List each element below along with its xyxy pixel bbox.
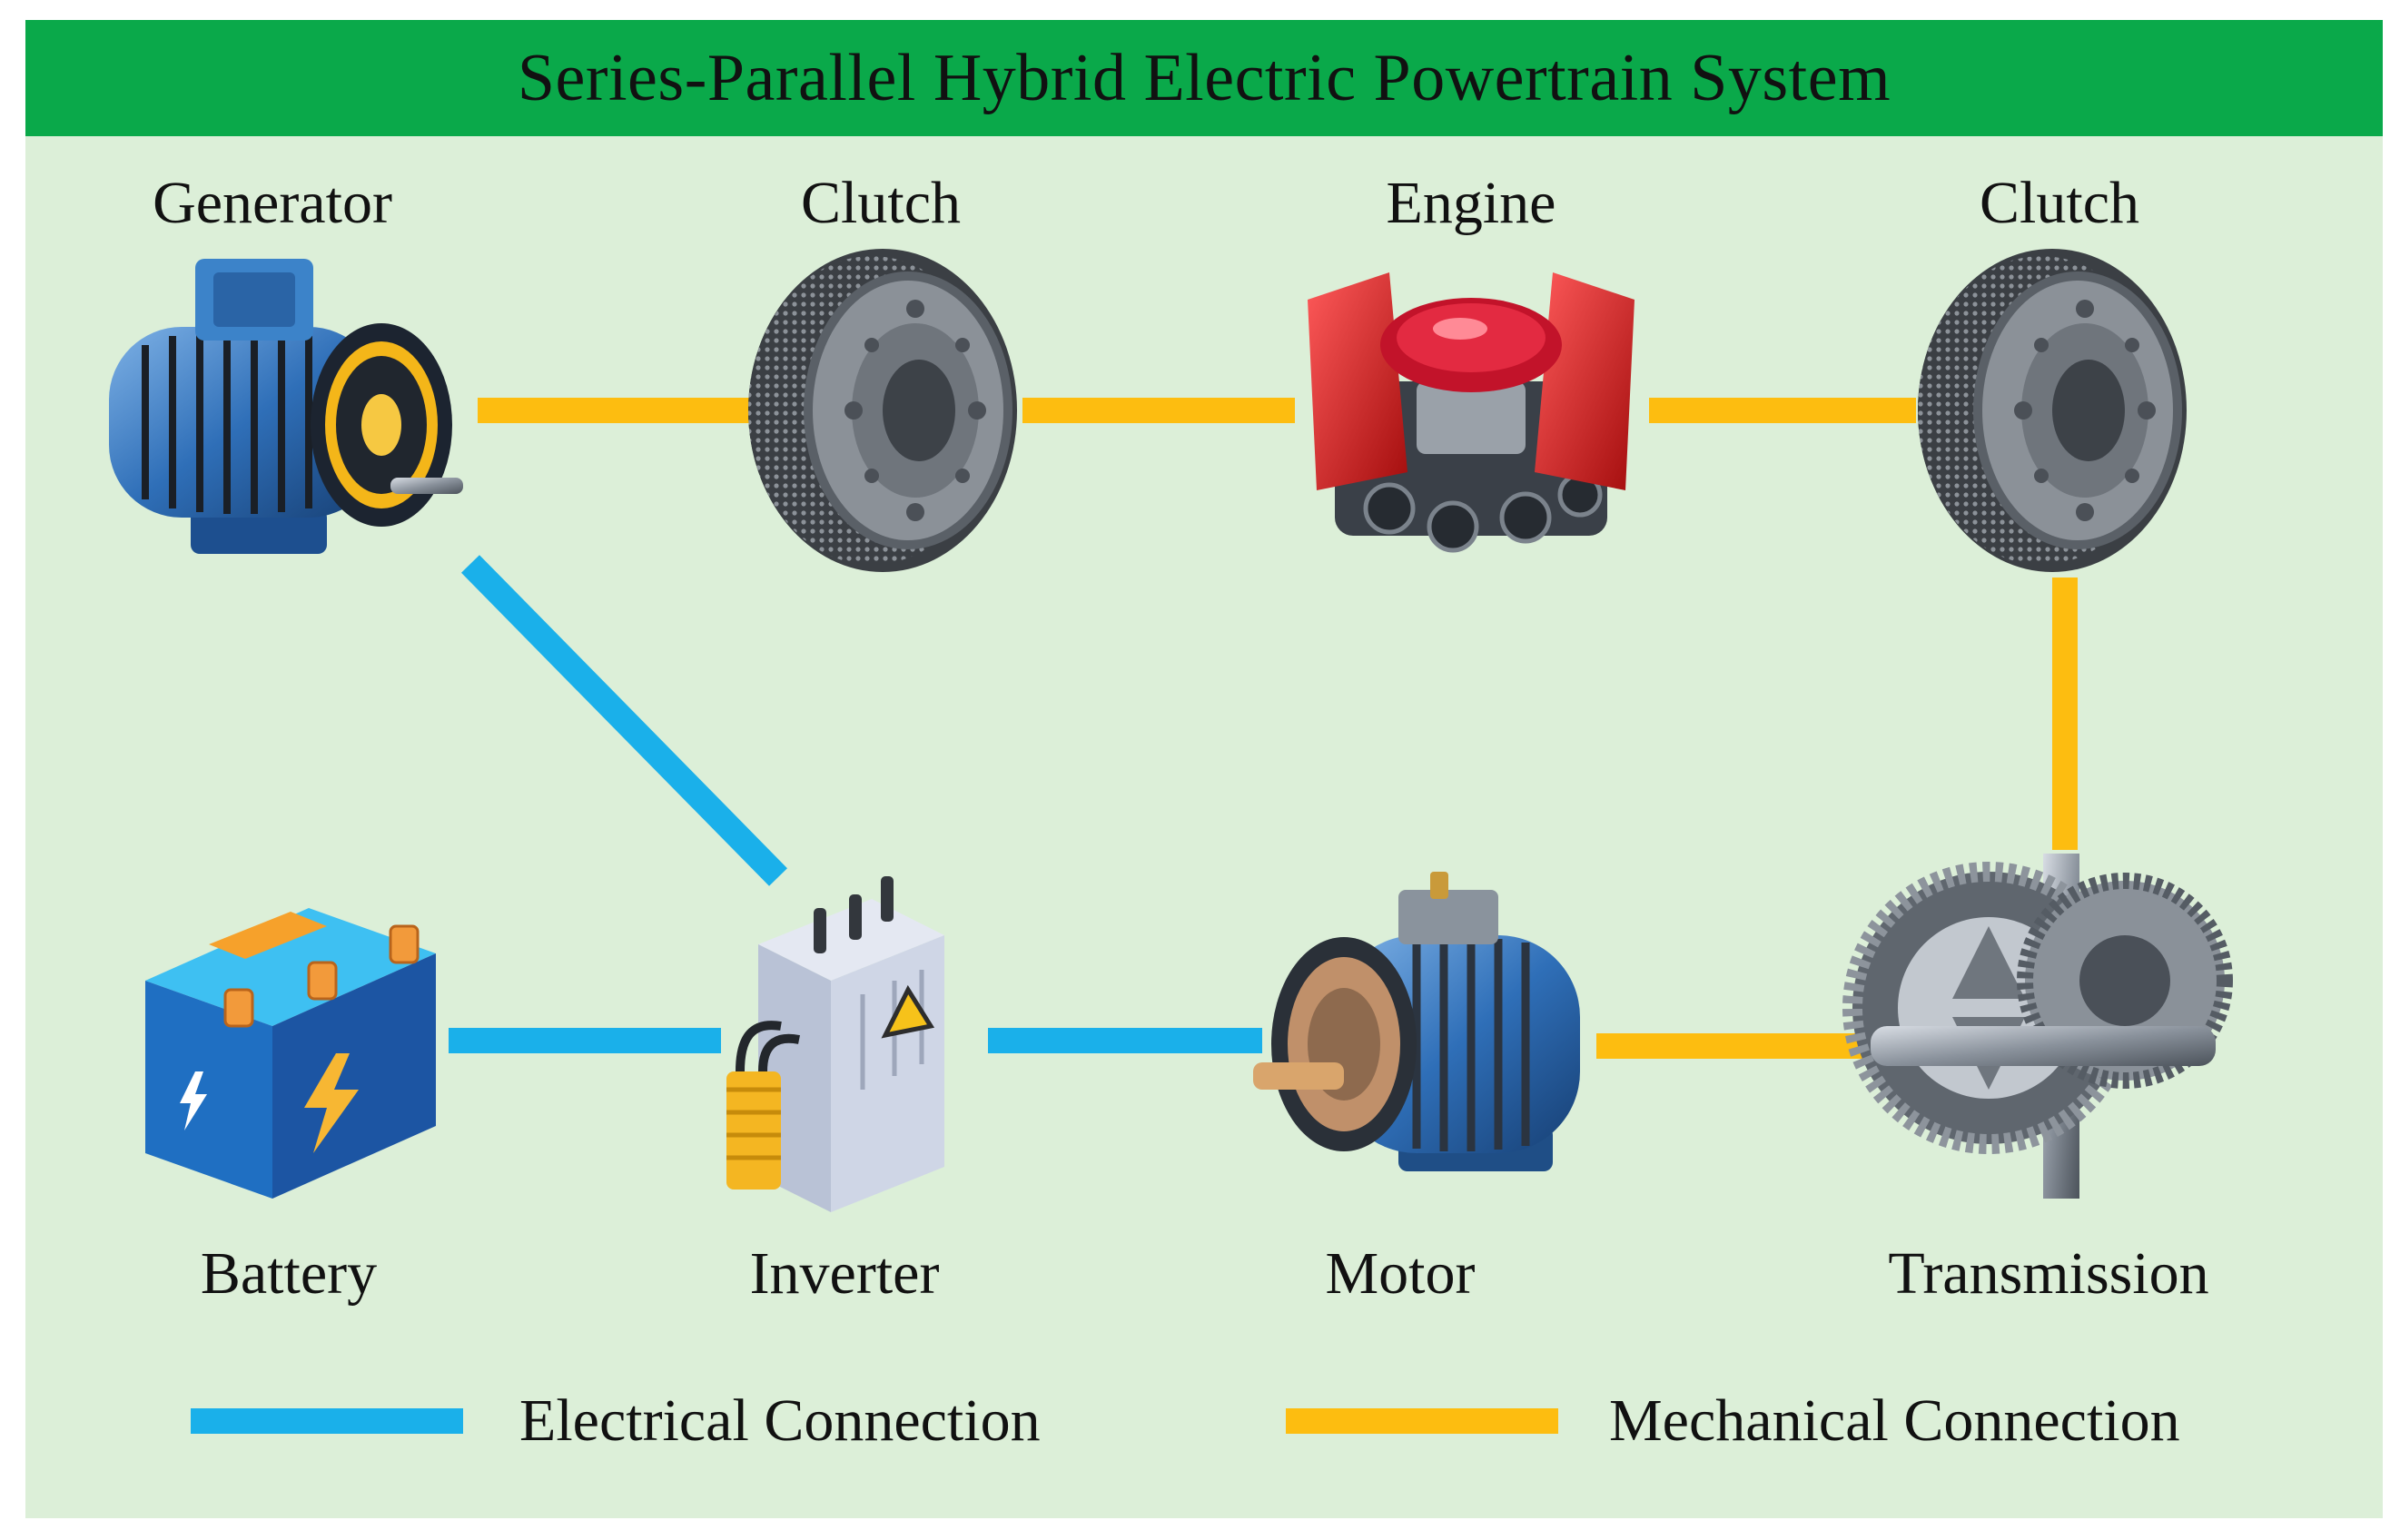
v8-engine-icon bbox=[1308, 272, 1635, 550]
label-battery: Battery bbox=[201, 1240, 377, 1307]
label-engine: Engine bbox=[1387, 170, 1556, 236]
label-inverter: Inverter bbox=[750, 1240, 940, 1307]
label-motor: Motor bbox=[1326, 1240, 1476, 1307]
car-battery-icon bbox=[145, 908, 436, 1199]
label-clutch-right: Clutch bbox=[1980, 170, 2139, 236]
gear-transmission-icon bbox=[1852, 854, 2225, 1199]
electric-motor-icon bbox=[1253, 872, 1580, 1171]
clutch-disc-icon bbox=[748, 249, 1017, 572]
legend-electrical-label: Electrical Connection bbox=[519, 1387, 1041, 1454]
mechanical-connections bbox=[478, 410, 2065, 1046]
label-transmission: Transmission bbox=[1888, 1240, 2208, 1307]
power-inverter-icon bbox=[726, 876, 944, 1212]
legend-mechanical-label: Mechanical Connection bbox=[1609, 1387, 2180, 1454]
clutch-disc-icon bbox=[1918, 249, 2187, 572]
elec-line-generator-inverter bbox=[470, 564, 778, 877]
label-clutch-left: Clutch bbox=[801, 170, 961, 236]
electric-generator-icon bbox=[109, 259, 463, 554]
label-generator: Generator bbox=[153, 170, 392, 236]
legend: Electrical Connection Mechanical Connect… bbox=[191, 1387, 2180, 1454]
